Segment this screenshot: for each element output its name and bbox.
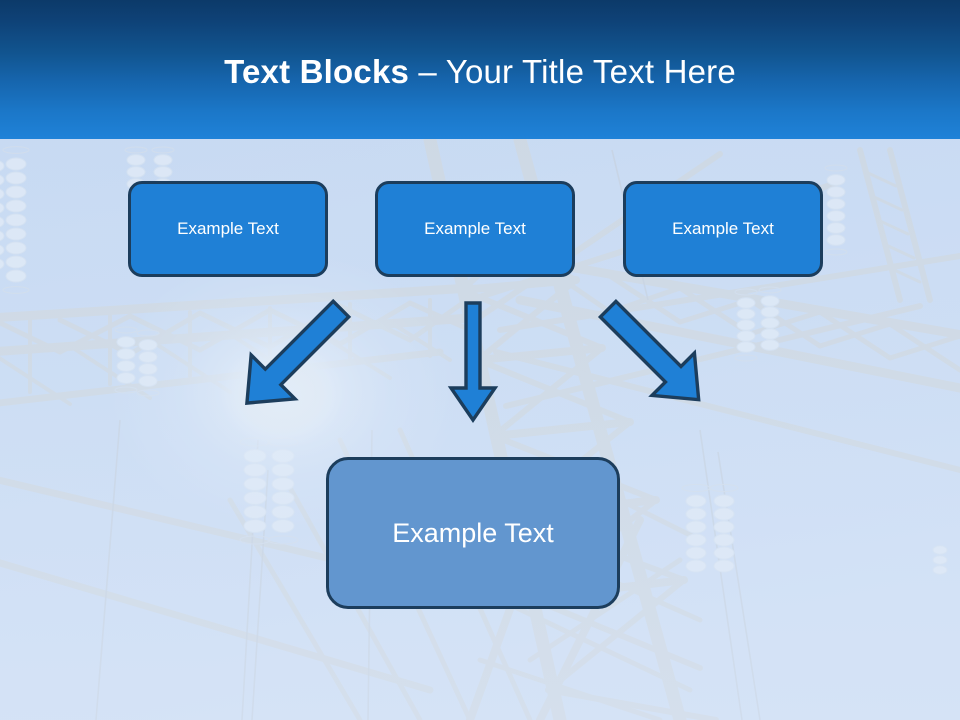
page-title-separator: –: [409, 53, 446, 90]
text-block-result-label: Example Text: [392, 517, 554, 548]
page-title-bold-part: Text Blocks: [224, 53, 410, 90]
text-block-1-label: Example Text: [177, 219, 279, 238]
page-title-rest: Your Title Text Here: [445, 53, 736, 90]
text-block-3-label: Example Text: [672, 219, 774, 238]
text-block-1[interactable]: Example Text: [128, 181, 328, 277]
page-title: Text Blocks – Your Title Text Here: [0, 52, 960, 92]
text-block-2[interactable]: Example Text: [375, 181, 575, 277]
text-block-result[interactable]: Example Text: [326, 457, 620, 609]
title-banner: Text Blocks – Your Title Text Here: [0, 0, 960, 139]
text-block-2-label: Example Text: [424, 219, 526, 238]
text-block-3[interactable]: Example Text: [623, 181, 823, 277]
